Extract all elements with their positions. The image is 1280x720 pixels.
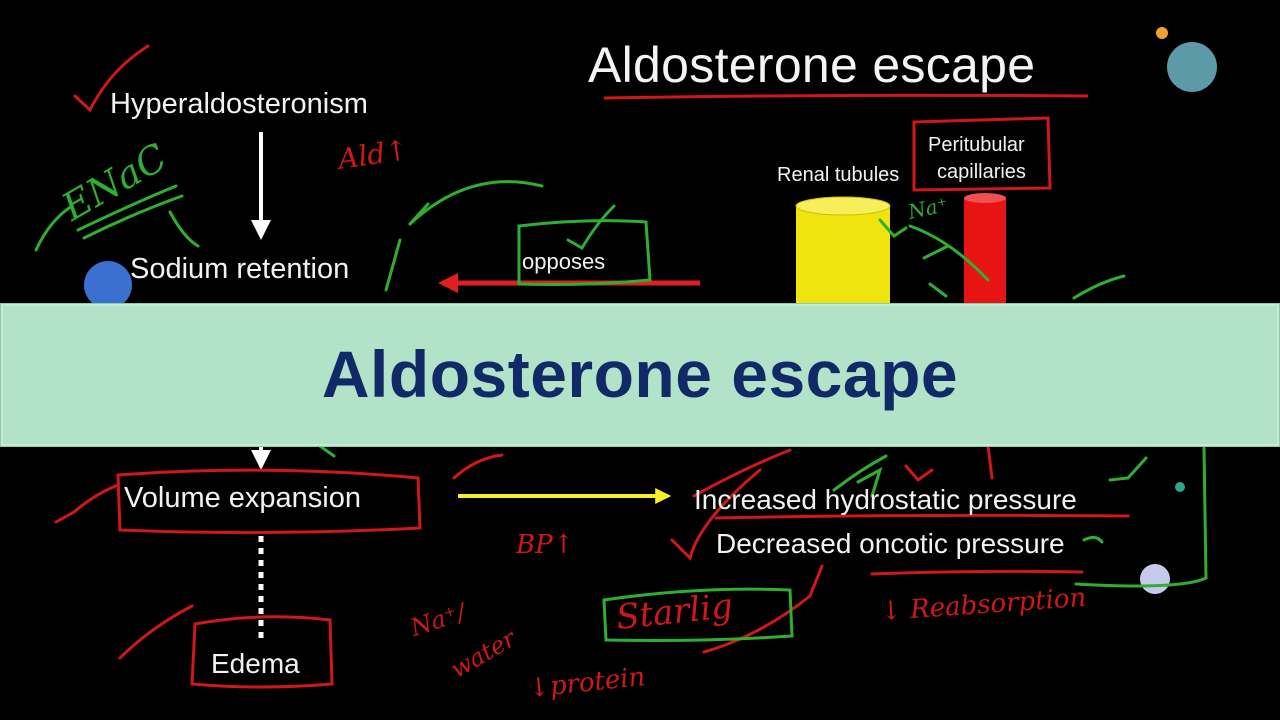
label-oncotic-pressure: Decreased oncotic pressure [716,528,1065,559]
renal-tubule-cylinder [795,196,891,304]
node-sodium-retention: Sodium retention [130,253,350,285]
note-bp-up: BP↑ [516,530,575,560]
page-title: Aldosterone escape [588,37,1036,93]
dot-orange [1156,27,1168,39]
dot-lavender [1140,564,1170,594]
node-hyperaldosteronism: Hyperaldosteronism [110,88,368,120]
node-edema: Edema [211,648,300,679]
green-pen-marks [34,180,1208,642]
label-renal-tubules: Renal tubules [777,164,900,186]
label-capillaries: capillaries [937,161,1026,183]
title-underline [603,93,1089,100]
title-banner: Aldosterone escape [0,303,1280,447]
label-hydrostatic-pressure: Increased hydrostatic pressure [694,484,1077,515]
label-opposes: opposes [522,249,606,274]
node-volume-expansion: Volume expansion [124,482,361,514]
dot-blue [84,261,132,309]
banner-title: Aldosterone escape [321,337,959,411]
dot-teal-large [1167,42,1217,92]
capillary-cylinder [964,193,1006,304]
label-peritubular: Peritubular [928,134,1025,156]
dot-teal-small [1175,482,1185,492]
red-pen-marks [54,44,1130,689]
